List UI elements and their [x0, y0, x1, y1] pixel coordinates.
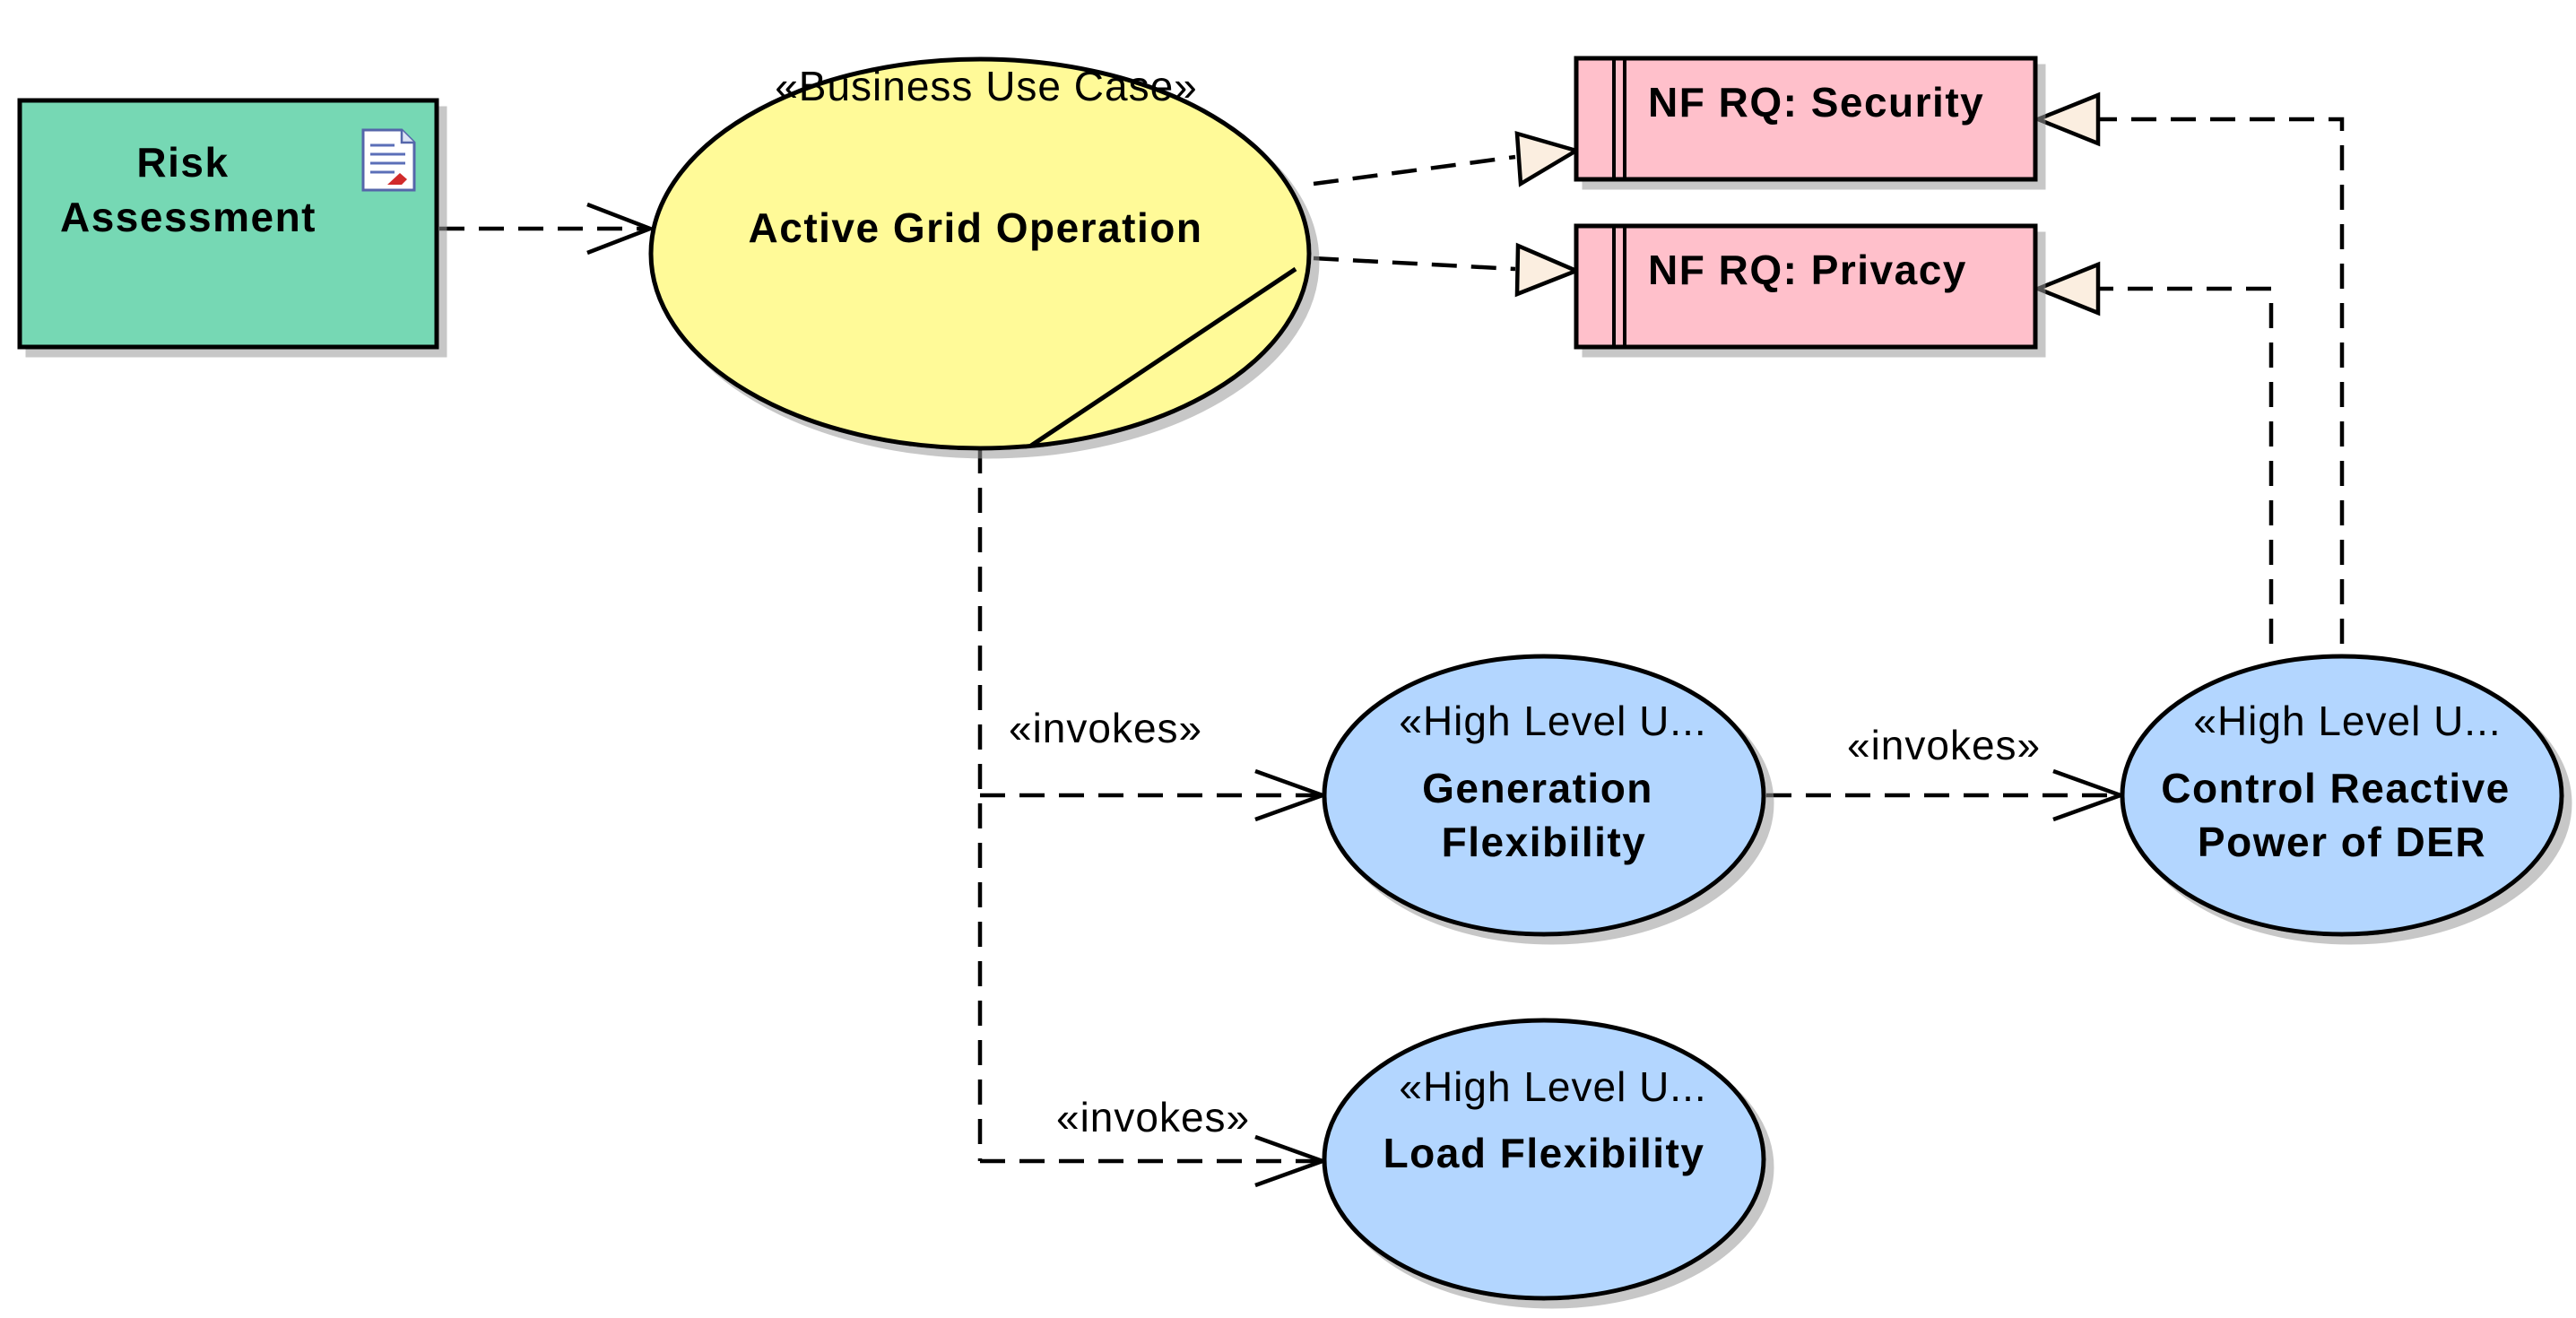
- generation-flexibility-line1: Generation: [1422, 765, 1653, 811]
- active-grid-stereotype: «Business Use Case»: [775, 63, 1198, 109]
- edge-invokes-load[interactable]: [980, 1134, 1329, 1188]
- generation-flexibility-use-case[interactable]: «High Level U... Generation Flexibility: [1322, 654, 1766, 937]
- edge-invokes-generation[interactable]: [980, 768, 1329, 822]
- nf-rq-security-name: NF RQ: Security: [1648, 79, 1984, 126]
- realization-arrowhead: [1514, 242, 1582, 298]
- nf-rq-privacy-name: NF RQ: Privacy: [1648, 247, 1967, 293]
- generation-flexibility-stereotype: «High Level U...: [1399, 698, 1706, 744]
- active-grid-operation-use-case[interactable]: «Business Use Case» Active Grid Operatio…: [648, 56, 1312, 451]
- nf-rq-security-requirement[interactable]: NF RQ: Security: [1574, 56, 2038, 182]
- load-flexibility-name: Load Flexibility: [1383, 1130, 1705, 1176]
- control-reactive-power-use-case[interactable]: «High Level U... Control Reactive Power …: [2120, 654, 2564, 937]
- load-flexibility-use-case[interactable]: «High Level U... Load Flexibility: [1322, 1018, 1766, 1301]
- invokes-label-generation: «invokes»: [1009, 705, 1202, 751]
- edge-control-reactive-to-security[interactable]: [2032, 91, 2345, 644]
- risk-assessment-artifact[interactable]: Risk Assessment: [17, 98, 439, 350]
- edge-control-reactive-to-privacy[interactable]: [2032, 261, 2274, 644]
- nf-rq-privacy-requirement[interactable]: NF RQ: Privacy: [1574, 223, 2038, 350]
- invokes-label-control: «invokes»: [1847, 722, 2041, 768]
- realization-arrowhead: [2032, 91, 2101, 147]
- risk-assessment-line2: Assessment: [60, 194, 317, 240]
- control-reactive-stereotype: «High Level U...: [2193, 698, 2501, 744]
- risk-assessment-line1: Risk: [136, 139, 229, 186]
- load-flexibility-stereotype: «High Level U...: [1399, 1063, 1706, 1110]
- control-reactive-line2: Power of DER: [2198, 819, 2486, 865]
- document-icon: [361, 128, 416, 192]
- edge-risk-to-active-grid[interactable]: [439, 202, 656, 256]
- edge-active-grid-to-privacy[interactable]: [1313, 242, 1582, 298]
- edge-invokes-control[interactable]: [1766, 768, 2127, 822]
- active-grid-name: Active Grid Operation: [749, 204, 1203, 251]
- generation-flexibility-line2: Flexibility: [1442, 819, 1647, 865]
- invokes-label-load: «invokes»: [1056, 1094, 1250, 1140]
- control-reactive-line1: Control Reactive: [2161, 765, 2511, 811]
- realization-arrowhead: [1514, 130, 1582, 187]
- edge-active-grid-to-security[interactable]: [1313, 130, 1582, 187]
- realization-arrowhead: [2032, 261, 2101, 316]
